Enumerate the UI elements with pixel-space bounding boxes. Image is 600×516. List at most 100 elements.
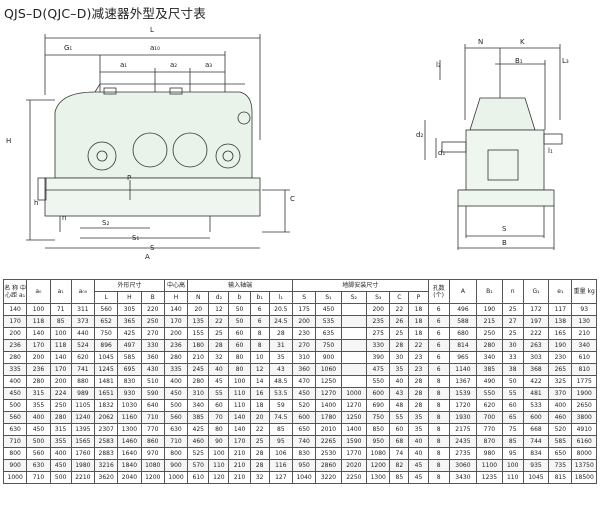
table-cell: 490 bbox=[476, 375, 503, 388]
table-cell: 22 bbox=[208, 315, 230, 328]
th-sub-1: H bbox=[117, 291, 142, 304]
dim-S1: S₁ bbox=[132, 234, 140, 242]
th-foot: 地脚安装尺寸 bbox=[291, 279, 429, 292]
table-cell: 870 bbox=[476, 435, 503, 448]
page-title: QJS–D(QJC–D)减速器外型及尺寸表 bbox=[4, 6, 206, 21]
table-cell: 16 bbox=[249, 387, 270, 400]
th-sub-8: l₁ bbox=[268, 291, 293, 304]
table-cell: 190 bbox=[548, 339, 573, 352]
table-cell: 1775 bbox=[571, 375, 597, 388]
table-cell: 24.5 bbox=[268, 315, 293, 328]
table-cell: 965 bbox=[448, 351, 478, 364]
table-cell: 50 bbox=[228, 315, 251, 328]
table-cell: 1080 bbox=[140, 459, 165, 472]
table-cell: 100 bbox=[228, 375, 251, 388]
table-cell: 130 bbox=[571, 315, 597, 328]
table-cell: 400 bbox=[163, 375, 189, 388]
table-cell: 22 bbox=[389, 303, 410, 316]
table-cell: 100 bbox=[49, 327, 72, 340]
table-cell: 800 bbox=[163, 447, 189, 460]
table-cell: 340 bbox=[571, 339, 597, 352]
table-cell: 440 bbox=[70, 327, 96, 340]
table-cell: 71 bbox=[49, 303, 72, 316]
dim-S: S bbox=[150, 244, 155, 252]
table-cell: 6 bbox=[427, 351, 450, 364]
dim-B1: B₁ bbox=[515, 57, 523, 65]
table-cell: 1651 bbox=[94, 387, 119, 400]
th-G1: G₁ bbox=[522, 279, 550, 304]
dim-d1: d₁ bbox=[438, 149, 446, 157]
table-cell: 600 bbox=[291, 411, 317, 424]
table-cell: 222 bbox=[522, 327, 550, 340]
table-cell: 95 bbox=[268, 435, 293, 448]
table-cell: 18 bbox=[408, 315, 429, 328]
table-cell: 1760 bbox=[70, 447, 96, 460]
table-cell: 40 bbox=[208, 363, 230, 376]
table-cell: 1060 bbox=[315, 363, 342, 376]
table-cell: 900 bbox=[315, 351, 342, 364]
table-cell: 1400 bbox=[315, 399, 342, 412]
table-cell: 31 bbox=[268, 339, 293, 352]
table-cell: 13750 bbox=[571, 459, 597, 472]
table-cell: 175 bbox=[291, 303, 317, 316]
table-cell: 450 bbox=[2, 387, 28, 400]
gearbox-drawings bbox=[26, 34, 563, 250]
table-cell: 690 bbox=[366, 399, 391, 412]
table-cell: 2175 bbox=[448, 423, 478, 436]
table-cell: 330 bbox=[366, 339, 391, 352]
table-cell: 8 bbox=[427, 411, 450, 424]
table-cell: 340 bbox=[476, 351, 503, 364]
table-cell: 80 bbox=[228, 351, 251, 364]
table-cell: 270 bbox=[291, 339, 317, 352]
table-cell: 280 bbox=[187, 375, 210, 388]
table-cell: 315 bbox=[26, 387, 51, 400]
table-cell: 40 bbox=[408, 447, 429, 460]
table-cell: 695 bbox=[117, 363, 142, 376]
table-cell: 170 bbox=[26, 339, 51, 352]
table-cell: 40 bbox=[408, 435, 429, 448]
table-cell: 35 bbox=[389, 363, 410, 376]
table-cell: 74 bbox=[389, 447, 410, 460]
table-cell: 1245 bbox=[94, 363, 119, 376]
table-cell: 170 bbox=[163, 315, 189, 328]
th-B1: B₁ bbox=[476, 279, 503, 304]
table-cell: 48.5 bbox=[268, 375, 293, 388]
table-cell: 38 bbox=[501, 363, 524, 376]
table-cell: 335 bbox=[2, 363, 28, 376]
table-cell: 280 bbox=[49, 411, 72, 424]
table-cell: 880 bbox=[70, 375, 96, 388]
table-cell: 14 bbox=[249, 375, 270, 388]
table-cell: 900 bbox=[2, 459, 28, 472]
table-cell: 210 bbox=[571, 327, 597, 340]
table-cell: 28 bbox=[249, 459, 270, 472]
table-cell: 18500 bbox=[571, 471, 597, 484]
table-cell: 750 bbox=[366, 411, 391, 424]
table-cell: 2307 bbox=[94, 423, 119, 436]
table-cell: 750 bbox=[94, 327, 119, 340]
table-cell: 1770 bbox=[340, 447, 368, 460]
table-cell: 22 bbox=[249, 423, 270, 436]
table-cell: 210 bbox=[187, 351, 210, 364]
table-cell: 2735 bbox=[448, 447, 478, 460]
table-cell: 620 bbox=[70, 351, 96, 364]
table-cell: 28 bbox=[268, 327, 293, 340]
dim-a2: a₂ bbox=[170, 61, 178, 69]
table-cell bbox=[340, 351, 368, 364]
th-outline: 外形尺寸 bbox=[94, 279, 165, 292]
table-cell: 6 bbox=[427, 327, 450, 340]
table-cell: 25 bbox=[208, 327, 230, 340]
th-sub-11: S₂ bbox=[340, 291, 368, 304]
table-cell: 170 bbox=[2, 315, 28, 328]
table-cell: 100 bbox=[501, 459, 524, 472]
table-cell: 814 bbox=[448, 339, 478, 352]
table-cell: 200 bbox=[163, 327, 189, 340]
table-cell: 8 bbox=[427, 387, 450, 400]
table-cell: 1000 bbox=[340, 387, 368, 400]
table-cell: 460 bbox=[187, 435, 210, 448]
table-cell: 2265 bbox=[315, 435, 342, 448]
table-cell: 475 bbox=[366, 363, 391, 376]
table-cell: 500 bbox=[2, 399, 28, 412]
